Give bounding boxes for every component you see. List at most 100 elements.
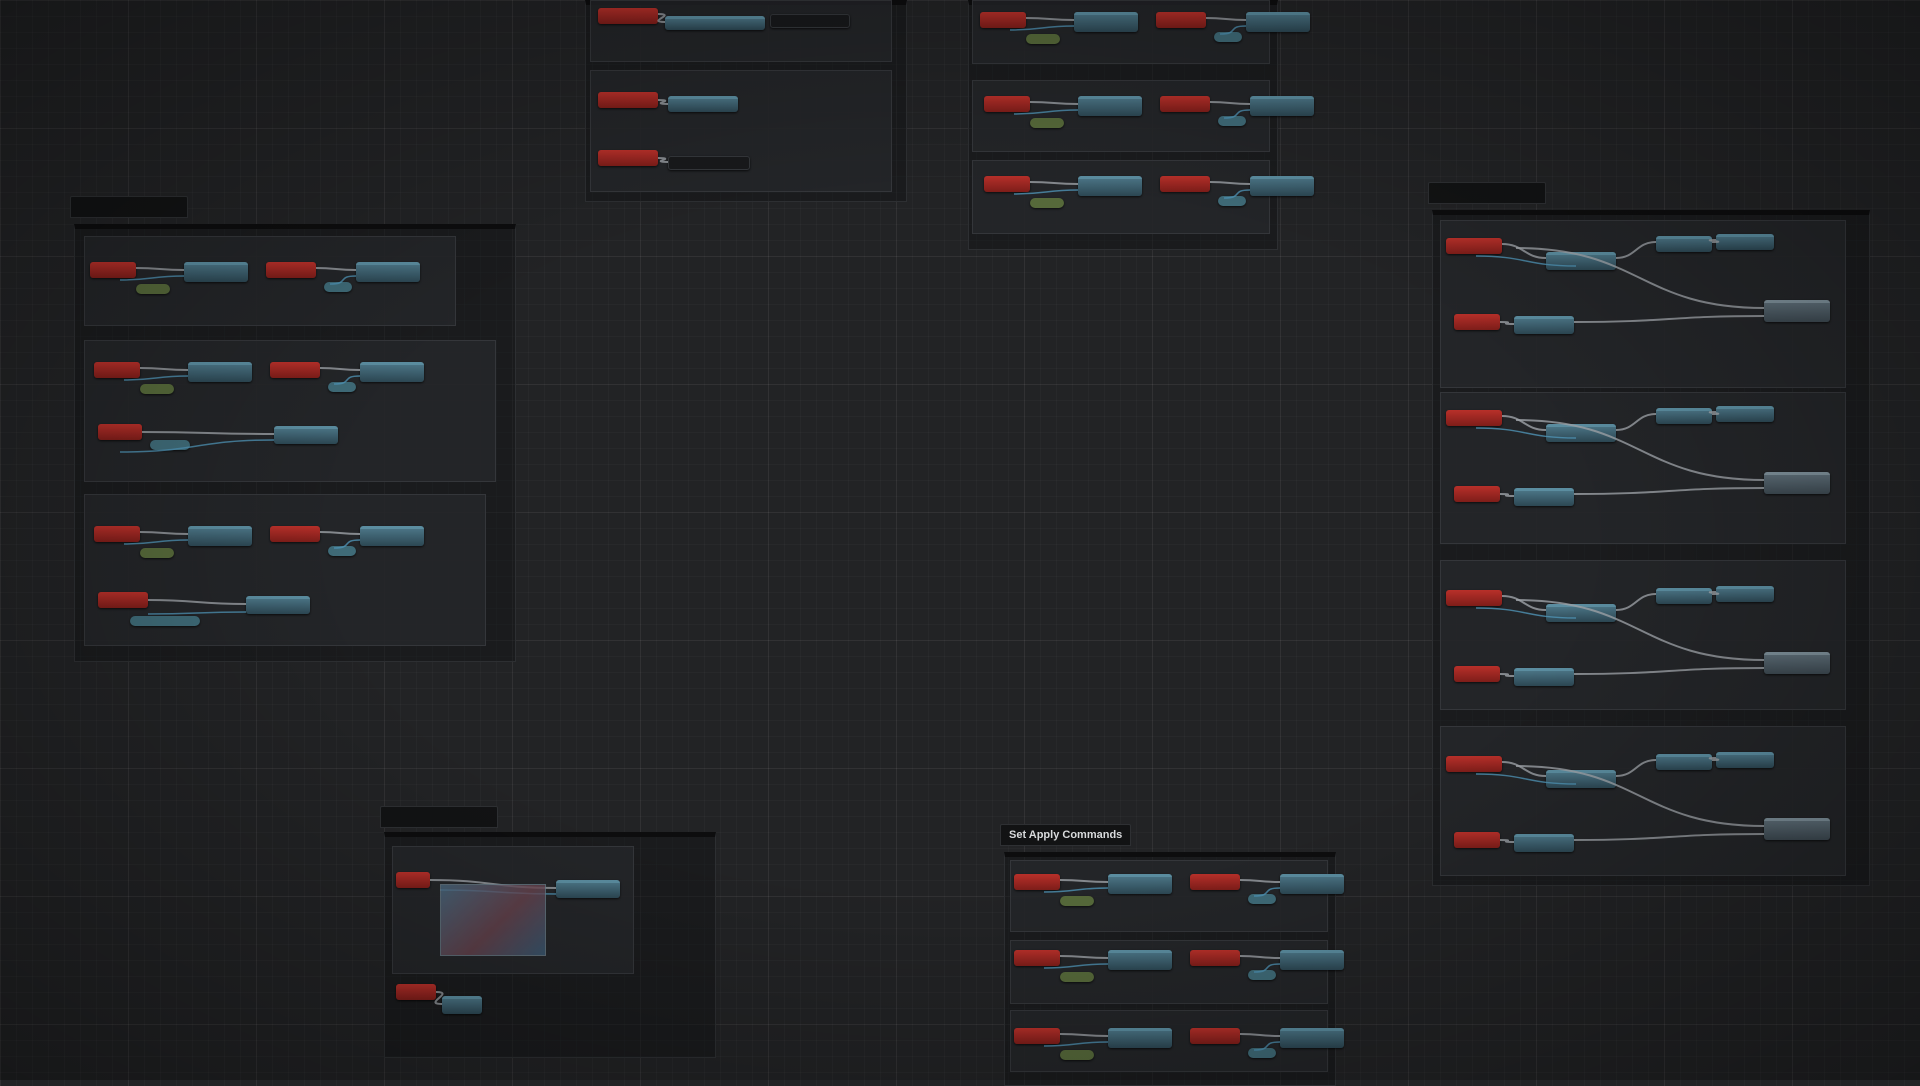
function-node[interactable]	[1546, 770, 1616, 788]
function-node[interactable]	[188, 526, 252, 546]
event-node[interactable]	[1014, 950, 1060, 966]
function-node[interactable]	[1514, 316, 1574, 334]
function-node[interactable]	[1250, 96, 1314, 116]
variable-node[interactable]	[1218, 196, 1246, 206]
function-node[interactable]	[442, 996, 482, 1014]
variable-node[interactable]	[150, 440, 190, 450]
function-node[interactable]	[1656, 236, 1712, 252]
event-node[interactable]	[1160, 176, 1210, 192]
variable-node[interactable]	[136, 284, 170, 294]
function-node[interactable]	[770, 14, 850, 28]
variable-node[interactable]	[1026, 34, 1060, 44]
event-node[interactable]	[984, 176, 1030, 192]
function-node[interactable]	[1716, 752, 1774, 768]
output-node[interactable]	[1764, 818, 1830, 840]
function-node[interactable]	[246, 596, 310, 614]
texture-preview-node[interactable]	[440, 884, 546, 956]
function-node[interactable]	[1716, 406, 1774, 422]
output-node[interactable]	[1764, 652, 1830, 674]
function-node[interactable]	[1108, 1028, 1172, 1048]
event-node[interactable]	[1014, 874, 1060, 890]
event-node[interactable]	[98, 592, 148, 608]
variable-node[interactable]	[140, 384, 174, 394]
event-node[interactable]	[1190, 950, 1240, 966]
event-node[interactable]	[94, 362, 140, 378]
function-node[interactable]	[1280, 1028, 1344, 1048]
variable-node[interactable]	[1030, 198, 1064, 208]
variable-node[interactable]	[328, 382, 356, 392]
function-node[interactable]	[1074, 12, 1138, 32]
function-node[interactable]	[1078, 96, 1142, 116]
event-node[interactable]	[598, 150, 658, 166]
function-node[interactable]	[1656, 754, 1712, 770]
event-node[interactable]	[1446, 238, 1502, 254]
event-node[interactable]	[1014, 1028, 1060, 1044]
event-node[interactable]	[1190, 874, 1240, 890]
function-node[interactable]	[274, 426, 338, 444]
function-node[interactable]	[1514, 488, 1574, 506]
event-node[interactable]	[1190, 1028, 1240, 1044]
event-node[interactable]	[1446, 756, 1502, 772]
function-node[interactable]	[668, 156, 750, 170]
event-node[interactable]	[94, 526, 140, 542]
function-node[interactable]	[1656, 588, 1712, 604]
function-node[interactable]	[360, 526, 424, 546]
event-node[interactable]	[396, 872, 430, 888]
function-node[interactable]	[1656, 408, 1712, 424]
function-node[interactable]	[356, 262, 420, 282]
function-node[interactable]	[665, 16, 765, 30]
event-node[interactable]	[1454, 314, 1500, 330]
function-node[interactable]	[1716, 586, 1774, 602]
event-node[interactable]	[98, 424, 142, 440]
function-node[interactable]	[668, 96, 738, 112]
event-node[interactable]	[1160, 96, 1210, 112]
function-node[interactable]	[1108, 950, 1172, 970]
function-node[interactable]	[1546, 604, 1616, 622]
function-node[interactable]	[556, 880, 620, 898]
comment-title[interactable]	[380, 806, 498, 828]
event-node[interactable]	[1454, 666, 1500, 682]
comment-title[interactable]: Set Apply Commands	[1000, 824, 1132, 846]
function-node[interactable]	[188, 362, 252, 382]
function-node[interactable]	[1078, 176, 1142, 196]
variable-node[interactable]	[1060, 896, 1094, 906]
function-node[interactable]	[1716, 234, 1774, 250]
output-node[interactable]	[1764, 300, 1830, 322]
event-node[interactable]	[270, 362, 320, 378]
function-node[interactable]	[1546, 252, 1616, 270]
output-node[interactable]	[1764, 472, 1830, 494]
function-node[interactable]	[184, 262, 248, 282]
variable-node[interactable]	[1060, 972, 1094, 982]
variable-node[interactable]	[328, 546, 356, 556]
function-node[interactable]	[1280, 950, 1344, 970]
function-node[interactable]	[360, 362, 424, 382]
comment-title[interactable]	[70, 196, 188, 218]
event-node[interactable]	[1446, 410, 1502, 426]
function-node[interactable]	[1514, 834, 1574, 852]
event-node[interactable]	[90, 262, 136, 278]
event-node[interactable]	[396, 984, 436, 1000]
function-node[interactable]	[1250, 176, 1314, 196]
event-node[interactable]	[598, 92, 658, 108]
comment-title[interactable]	[1428, 182, 1546, 204]
variable-node[interactable]	[130, 616, 200, 626]
event-node[interactable]	[598, 8, 658, 24]
variable-node[interactable]	[1248, 970, 1276, 980]
variable-node[interactable]	[1218, 116, 1246, 126]
variable-node[interactable]	[1248, 1048, 1276, 1058]
function-node[interactable]	[1246, 12, 1310, 32]
event-node[interactable]	[980, 12, 1026, 28]
function-node[interactable]	[1514, 668, 1574, 686]
event-node[interactable]	[266, 262, 316, 278]
variable-node[interactable]	[324, 282, 352, 292]
variable-node[interactable]	[1060, 1050, 1094, 1060]
event-node[interactable]	[1446, 590, 1502, 606]
event-node[interactable]	[1454, 486, 1500, 502]
function-node[interactable]	[1546, 424, 1616, 442]
function-node[interactable]	[1280, 874, 1344, 894]
variable-node[interactable]	[1248, 894, 1276, 904]
variable-node[interactable]	[1214, 32, 1242, 42]
function-node[interactable]	[1108, 874, 1172, 894]
event-node[interactable]	[984, 96, 1030, 112]
